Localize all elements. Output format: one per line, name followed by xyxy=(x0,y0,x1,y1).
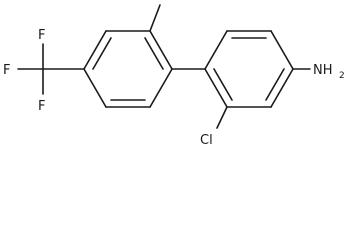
fluorine-top-label: F xyxy=(38,28,45,43)
methyl-bond xyxy=(149,4,161,32)
amine-subscript: 2 xyxy=(339,71,345,81)
fluorine-bottom-label: F xyxy=(38,99,45,114)
fluorine-left-label: F xyxy=(3,63,10,78)
chloro-bond xyxy=(216,106,228,129)
left-benzene-ring xyxy=(83,30,173,108)
chemical-structure-diagram: F F F Cl NH 2 xyxy=(3,4,345,148)
amine-label: NH xyxy=(313,63,333,78)
chlorine-label: Cl xyxy=(200,133,213,148)
trifluoromethyl-bonds xyxy=(17,43,85,95)
right-benzene-ring xyxy=(204,30,294,108)
